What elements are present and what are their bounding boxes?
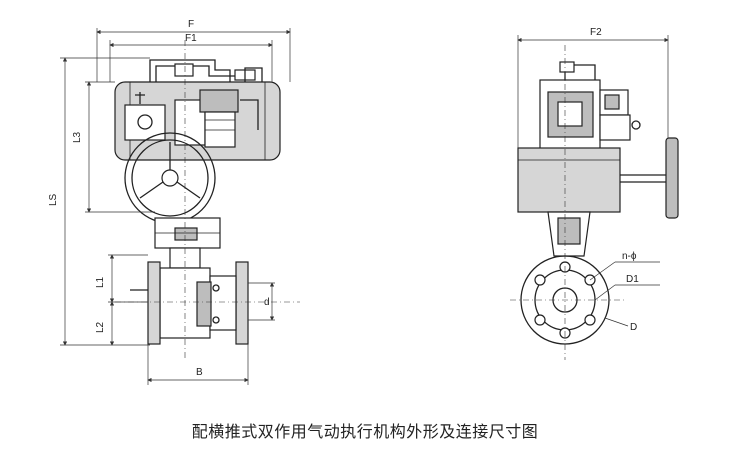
- dim-label-F2: F2: [590, 27, 602, 38]
- side-view: [510, 45, 679, 360]
- dim-label-D: D: [630, 322, 637, 333]
- figure-caption: 配横推式双作用气动执行机构外形及连接尺寸图: [191, 422, 539, 441]
- side-view-dimensions: F2 n-ϕ D1 D: [517, 27, 669, 333]
- front-view-dimensions: F F1 LS L3 L1 L2 B d: [48, 19, 291, 385]
- dim-label-LS: LS: [48, 193, 59, 206]
- dim-label-B: B: [196, 367, 203, 378]
- dim-label-F: F: [188, 19, 194, 30]
- dim-label-d: d: [264, 297, 270, 308]
- cylinder-body: [517, 147, 621, 213]
- dim-label-F1: F1: [185, 33, 197, 44]
- dim-label-n-phi: n-ϕ: [622, 251, 637, 262]
- dim-label-L3: L3: [72, 131, 83, 143]
- dim-label-D1: D1: [626, 274, 639, 285]
- dim-label-L1: L1: [95, 276, 106, 288]
- front-view: [114, 40, 300, 360]
- dim-label-L2: L2: [95, 321, 106, 333]
